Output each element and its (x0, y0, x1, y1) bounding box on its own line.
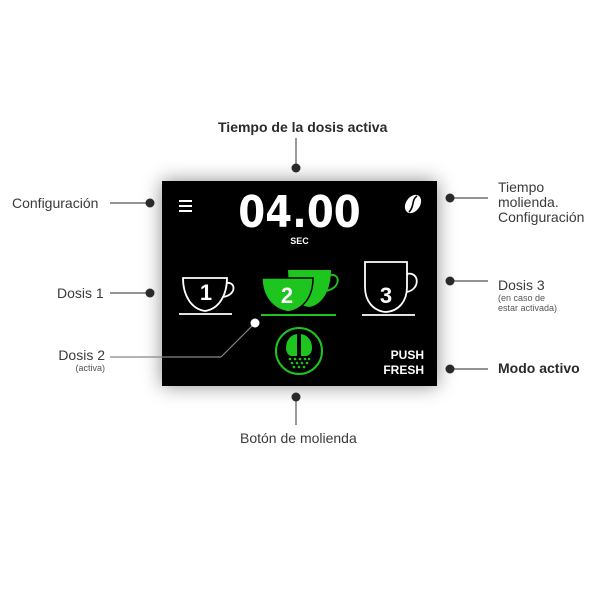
dose-1-button[interactable]: 1 (179, 275, 243, 319)
label-note: (activa) (75, 363, 105, 373)
grind-button-icon[interactable] (274, 326, 324, 376)
label-line: Tiempo (498, 179, 545, 195)
label-line: Dosis 2 (58, 347, 105, 363)
cup-icon (362, 261, 418, 316)
dose-number: 2 (280, 283, 294, 308)
double-cup-icon (261, 270, 339, 316)
dose-number: 3 (379, 283, 393, 308)
coffee-bean-icon[interactable] (400, 191, 426, 217)
active-mode: PUSH FRESH (383, 348, 424, 378)
label-dosis-2: Dosis 2 (activa) (55, 347, 105, 374)
label-modo-activo: Modo activo (498, 360, 580, 376)
dose-number: 1 (199, 280, 213, 305)
label-dosis-3: Dosis 3 (en caso de estar activada) (498, 277, 558, 314)
mode-line: FRESH (383, 363, 424, 377)
mode-line: PUSH (390, 348, 424, 362)
dose-time-unit: SEC (290, 236, 309, 246)
dose-3-button[interactable]: 3 (361, 259, 427, 319)
label-note: estar activada) (498, 303, 558, 313)
device-screen: 04.00 SEC 1 2 3 (162, 181, 437, 386)
label-configuracion: Configuración (12, 195, 99, 211)
cup-icon (179, 277, 235, 315)
dose-time-value: 04.00 (238, 187, 361, 238)
menu-icon[interactable] (178, 199, 194, 213)
label-boton-molienda: Botón de molienda (240, 430, 357, 446)
label-note: (en caso de (498, 293, 546, 303)
label-dosis-1: Dosis 1 (57, 285, 104, 301)
label-active-dose-time: Tiempo de la dosis activa (218, 119, 388, 135)
label-line: molienda. (498, 194, 559, 210)
label-line: Configuración (498, 209, 585, 225)
label-tiempo-molienda: Tiempo molienda. Configuración (498, 180, 584, 225)
dose-2-button[interactable]: 2 (261, 267, 349, 319)
label-line: Dosis 3 (498, 277, 545, 293)
